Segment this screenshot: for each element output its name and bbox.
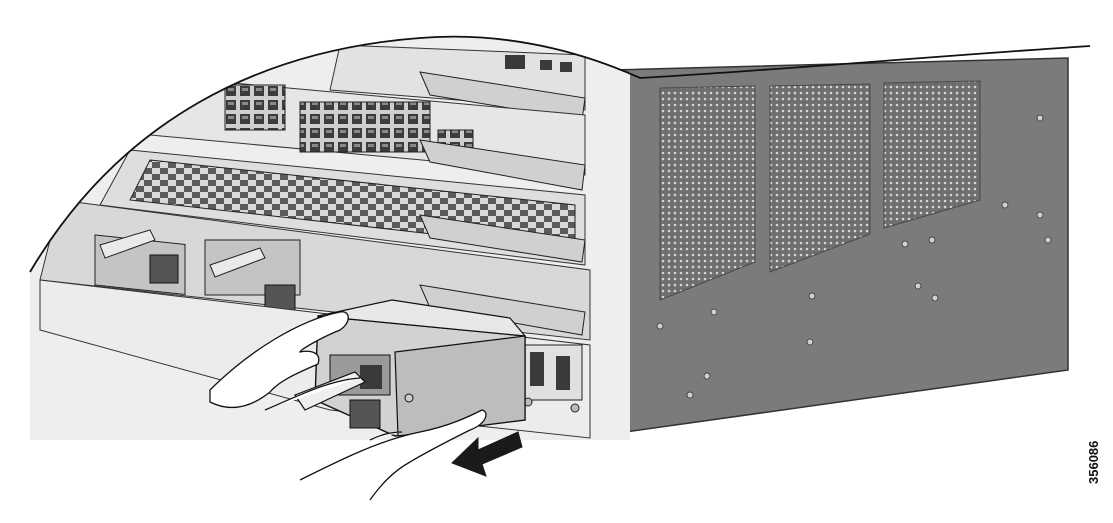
arrow-left-icon <box>451 431 523 477</box>
power-supply-bay <box>39 199 591 341</box>
hand-outline-icon <box>209 311 487 501</box>
chassis-side-panel <box>608 57 1069 433</box>
ejector-lever-4 <box>419 284 586 336</box>
ejector-lever-2 <box>419 139 586 191</box>
vent-panel-2 <box>769 83 871 273</box>
cutaway-edge <box>29 35 1091 273</box>
line-card-sfp <box>99 149 586 266</box>
figure-id-label: 356086 <box>1086 440 1101 484</box>
line-card-qsfp <box>148 79 586 191</box>
power-supply-slot-1 <box>94 229 186 295</box>
vent-panel-3 <box>883 80 981 229</box>
ejector-lever-3 <box>419 214 586 263</box>
vent-panel-1 <box>659 85 756 301</box>
power-switch-panel <box>519 344 583 413</box>
power-supply-slot-2 <box>204 239 301 314</box>
line-card-top <box>329 44 586 121</box>
